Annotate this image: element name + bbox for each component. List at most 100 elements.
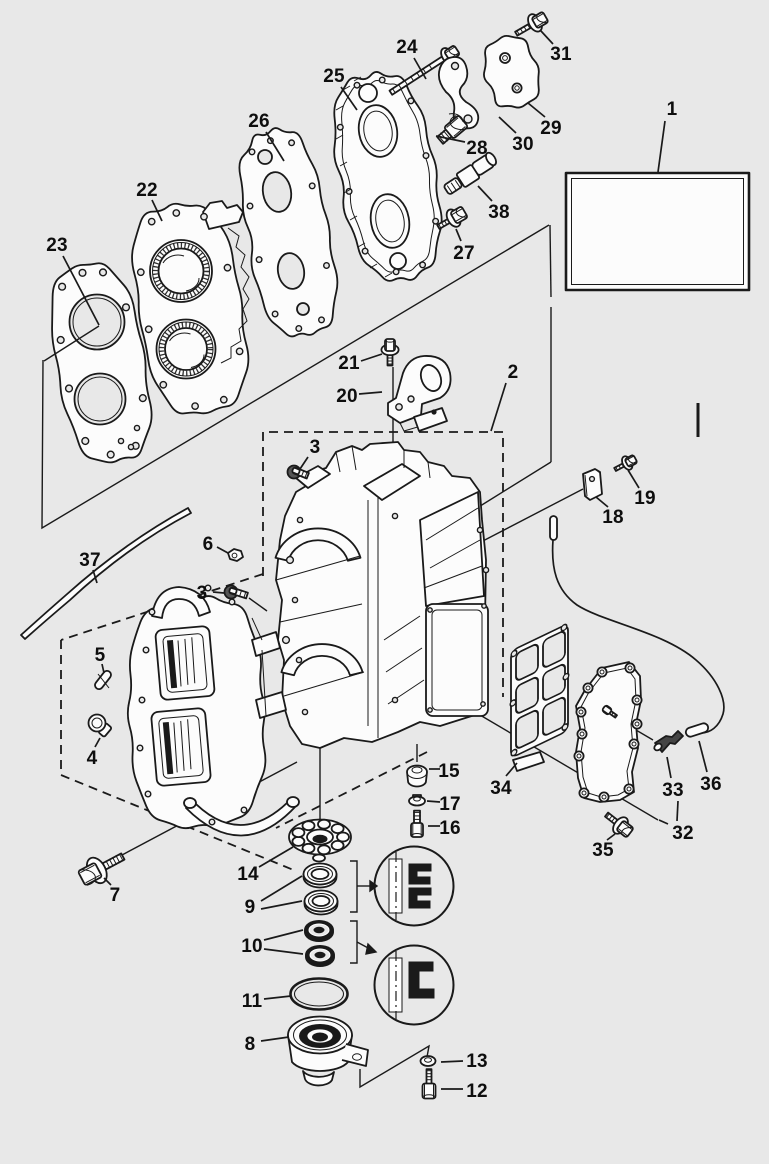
callout-label-28[interactable]: 28 <box>466 138 488 159</box>
callout-label-2[interactable]: 2 <box>508 362 519 383</box>
callout-label-10[interactable]: 10 <box>241 936 263 957</box>
part-29-thermostat-cover[interactable] <box>483 34 540 109</box>
part-15-grommet[interactable] <box>406 764 428 788</box>
callout-leader-6 <box>216 546 229 554</box>
callout-label-32[interactable]: 32 <box>672 823 694 844</box>
callout-label-15[interactable]: 15 <box>438 761 460 782</box>
part-2-cylinder-block[interactable] <box>274 441 490 749</box>
callout-label-4[interactable]: 4 <box>87 748 98 769</box>
callout-leader-26 <box>265 131 285 162</box>
callout-label-11[interactable]: 11 <box>242 991 263 1012</box>
callout-leader-10 <box>263 948 304 955</box>
callout-leader-17 <box>426 800 441 803</box>
part-10-oil-seals[interactable] <box>304 920 335 967</box>
part-7-bolt[interactable] <box>77 852 126 886</box>
callout-leader-3 <box>299 456 309 470</box>
callout-label-22[interactable]: 22 <box>136 180 158 201</box>
part-26-cover-gasket[interactable] <box>238 127 339 338</box>
callout-label-36[interactable]: 36 <box>700 774 722 795</box>
callout-label-16[interactable]: 16 <box>439 818 461 839</box>
part-31-bolt[interactable] <box>514 11 549 37</box>
callout-label-30[interactable]: 30 <box>512 134 534 155</box>
part-22-cylinder-head[interactable] <box>131 200 250 415</box>
part-13-washer[interactable] <box>419 1055 437 1067</box>
part-32-exhaust-outer-cover[interactable] <box>573 661 643 803</box>
part-18-anode[interactable] <box>582 468 603 501</box>
callout-leader-7 <box>103 877 112 886</box>
part-20-clamp-bracket[interactable] <box>387 355 452 432</box>
callout-label-24[interactable]: 24 <box>396 37 418 58</box>
callout-label-18[interactable]: 18 <box>602 507 624 528</box>
callout-leader-9 <box>260 875 303 902</box>
callout-leader-32 <box>658 819 669 825</box>
part-35-bolt[interactable] <box>604 811 634 838</box>
part-6-nut[interactable] <box>227 548 244 562</box>
callout-leader-9 <box>260 900 303 910</box>
detail-brackets <box>350 860 379 964</box>
part-34-exhaust-inner-gasket[interactable] <box>509 622 570 758</box>
part-9-washers[interactable] <box>302 862 339 916</box>
callout-label-26[interactable]: 26 <box>248 111 270 132</box>
callout-label-38[interactable]: 38 <box>488 202 510 223</box>
callout-leader-28 <box>435 135 466 143</box>
callout-label-13[interactable]: 13 <box>466 1051 488 1072</box>
callout-leader-33 <box>666 756 672 779</box>
part-30-bracket-arm[interactable] <box>437 56 480 130</box>
callout-label-34[interactable]: 34 <box>490 778 512 799</box>
part-37-seal-strip[interactable] <box>20 507 192 640</box>
part-34-tab <box>512 751 545 772</box>
callout-label-33[interactable]: 33 <box>662 780 684 801</box>
callout-label-29[interactable]: 29 <box>540 118 562 139</box>
part-3-bolt-upper[interactable] <box>286 464 310 480</box>
callout-leader-34 <box>505 762 518 777</box>
callout-label-9[interactable]: 9 <box>245 897 256 918</box>
callout-leader-1 <box>657 120 666 173</box>
part-11-o-ring[interactable] <box>289 977 349 1011</box>
callout-leader-3 <box>212 591 225 594</box>
part-1-gasket-kit-box[interactable] <box>564 171 751 292</box>
callout-label-31[interactable]: 31 <box>550 44 572 65</box>
part-12-bolt[interactable] <box>421 1068 437 1100</box>
part-36-hose-fitting[interactable] <box>684 722 710 738</box>
callout-label-6[interactable]: 6 <box>203 534 214 555</box>
callout-label-19[interactable]: 19 <box>634 488 656 509</box>
callout-leader-11 <box>263 995 292 1000</box>
callout-label-35[interactable]: 35 <box>592 840 614 861</box>
callout-leader-29 <box>527 102 546 118</box>
part-17-washer-nut[interactable] <box>408 794 426 807</box>
callout-leader-27 <box>455 228 462 242</box>
callout-label-17[interactable]: 17 <box>439 794 461 815</box>
part-5-dowel-pin[interactable] <box>93 669 112 691</box>
callout-label-27[interactable]: 27 <box>453 243 475 264</box>
callout-label-20[interactable]: 20 <box>336 386 358 407</box>
callout-label-37[interactable]: 37 <box>79 550 101 571</box>
part-14-bearing[interactable] <box>288 818 352 863</box>
callout-label-8[interactable]: 8 <box>245 1034 256 1055</box>
part-38-thermo-switch[interactable] <box>443 151 498 195</box>
part-16-bolt[interactable] <box>410 809 424 838</box>
part-21-bolt[interactable] <box>380 338 400 367</box>
part-19-bolt[interactable] <box>613 454 638 472</box>
pilot-water-hose <box>549 515 725 734</box>
part-27-bolt[interactable] <box>436 206 468 230</box>
callout-leader-38 <box>477 185 493 202</box>
crankcase-half[interactable] <box>126 584 300 837</box>
part-3-bolt-lower[interactable] <box>223 584 249 600</box>
callout-leader-31 <box>540 30 554 45</box>
part-25-cylinder-head-cover[interactable] <box>333 71 443 282</box>
callout-label-23[interactable]: 23 <box>46 235 68 256</box>
callout-label-25[interactable]: 25 <box>323 66 345 87</box>
part-4-plug[interactable] <box>87 713 113 738</box>
callout-label-12[interactable]: 12 <box>466 1081 488 1102</box>
callout-label-21[interactable]: 21 <box>338 353 360 374</box>
callout-label-1[interactable]: 1 <box>667 99 678 120</box>
callout-label-7[interactable]: 7 <box>110 885 121 906</box>
part-23-head-gasket[interactable] <box>51 262 153 464</box>
part-8-bearing-housing[interactable] <box>287 1015 369 1087</box>
part-33-elbow-fitting[interactable] <box>653 730 684 753</box>
callout-label-14[interactable]: 14 <box>237 864 259 885</box>
callout-label-3[interactable]: 3 <box>197 583 208 604</box>
callout-label-3[interactable]: 3 <box>310 437 321 458</box>
callout-label-5[interactable]: 5 <box>95 645 106 666</box>
